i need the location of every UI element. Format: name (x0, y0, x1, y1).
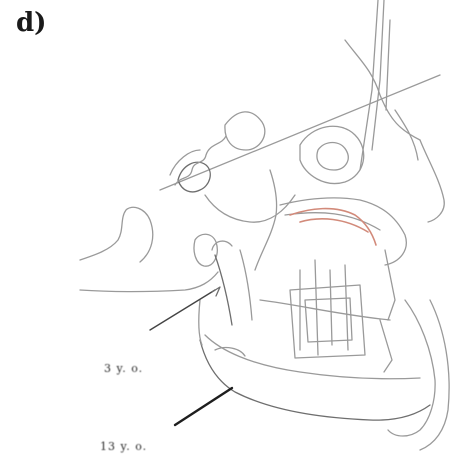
gonial-angle (199, 300, 202, 345)
upper-incisor (385, 250, 395, 320)
tooth-box (290, 285, 365, 358)
vertical-reference-line-2 (372, 0, 384, 150)
callout-label-lower: 13 y. o. (100, 440, 147, 453)
condyle (212, 241, 232, 250)
clivus-contour (205, 195, 295, 222)
lower-callout-leader (175, 388, 232, 425)
maxilla-outline (280, 198, 406, 265)
palatal-plane-highlight-2 (300, 219, 368, 232)
ramus-anterior-border (240, 250, 252, 320)
panel-label: d) (16, 8, 46, 38)
callout-label-upper: 3 y. o. (104, 362, 143, 375)
cranial-vault-curve (175, 136, 226, 185)
skull-base-line (80, 272, 218, 292)
sella-turcica-contour (178, 162, 210, 192)
nasal-floor (285, 213, 380, 230)
occipital-contour (80, 207, 153, 262)
mandibular-symphysis (388, 300, 435, 436)
orbit-contour (300, 126, 364, 183)
molar-outline-4 (345, 265, 348, 350)
mastoid-contour (194, 234, 217, 266)
ramus-posterior-border (215, 255, 232, 325)
upper-leader-tip (212, 287, 220, 296)
inner-orbit-contour (317, 143, 348, 171)
mandible-outline (200, 340, 430, 420)
nasal-bone (395, 110, 418, 160)
sn-line (160, 75, 440, 190)
molar-outline-3 (330, 270, 332, 345)
soft-tissue-nose (420, 140, 444, 222)
occlusal-line (260, 300, 390, 320)
upper-callout-leader (150, 290, 215, 330)
frontal-outline (345, 40, 420, 140)
molar-outline-2 (315, 260, 318, 355)
sphenoid-contour (225, 112, 265, 150)
lower-incisor (380, 320, 392, 372)
tooth-box-inner (305, 298, 352, 342)
vertical-reference-line-1 (360, 0, 378, 170)
